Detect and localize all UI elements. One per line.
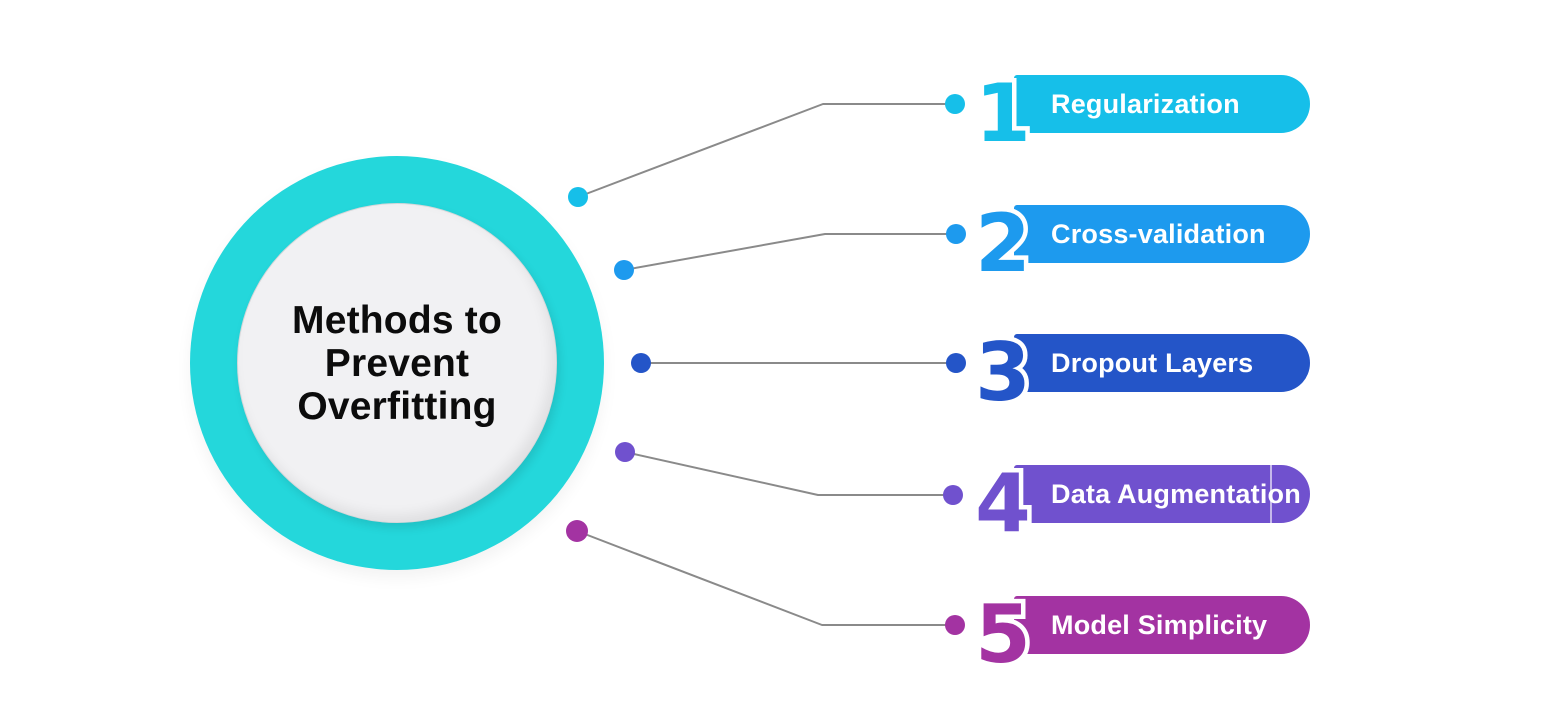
connector-dot-end <box>943 485 963 505</box>
connector-dot-end <box>946 353 966 373</box>
number-fill: 2 <box>975 197 1031 290</box>
center-title-line-2: Prevent <box>324 341 470 385</box>
number-fill: 3 <box>975 326 1031 419</box>
connector-dot-start <box>566 520 588 542</box>
number-fill: 4 <box>975 457 1031 550</box>
connector-line <box>577 103 956 198</box>
method-label: Data Augmentation <box>1051 478 1301 509</box>
method-number-5: 5 5 <box>955 588 1051 681</box>
connector-dot-end <box>945 94 965 114</box>
connector-4 <box>615 442 963 505</box>
hub-ring: Methods to Prevent Overfitting <box>190 156 604 570</box>
connector-dot-end <box>945 615 965 635</box>
connector-line <box>624 451 954 496</box>
method-label: Cross-validation <box>1051 218 1266 249</box>
connector-1 <box>568 94 965 207</box>
method-number-4: 4 4 <box>955 457 1051 550</box>
center-title-line-3: Overfitting <box>297 384 497 428</box>
connector-3 <box>631 353 966 373</box>
method-pill-model-simplicity: Model Simplicity <box>1014 596 1310 654</box>
center-title: Methods to Prevent Overfitting <box>292 299 502 428</box>
connector-dot-start <box>614 260 634 280</box>
method-pill-data-augmentation: Data Augmentation <box>1014 465 1310 523</box>
connector-2 <box>614 224 966 280</box>
number-fill: 5 <box>975 588 1031 681</box>
method-label: Model Simplicity <box>1051 609 1268 640</box>
center-title-line-1: Methods to <box>292 298 502 342</box>
method-pill-dropout-layers: Dropout Layers <box>1014 334 1310 392</box>
number-fill: 1 <box>975 67 1031 160</box>
method-pill-cross-validation: Cross-validation <box>1014 205 1310 263</box>
method-pill-regularization: Regularization <box>1014 75 1310 133</box>
connector-line <box>576 530 956 626</box>
connector-dot-start <box>615 442 635 462</box>
method-number-1: 1 1 <box>955 67 1051 160</box>
connector-dot-start <box>631 353 651 373</box>
method-number-3: 3 3 <box>955 326 1051 419</box>
connector-dot-end <box>946 224 966 244</box>
connector-dot-start <box>568 187 588 207</box>
pill-highlight-line <box>1270 465 1272 523</box>
method-label: Dropout Layers <box>1051 347 1254 378</box>
connector-line <box>623 233 957 271</box>
method-label: Regularization <box>1051 88 1240 119</box>
hub-inner-circle: Methods to Prevent Overfitting <box>237 203 557 523</box>
connector-5 <box>566 520 965 635</box>
method-number-2: 2 2 <box>955 197 1051 290</box>
